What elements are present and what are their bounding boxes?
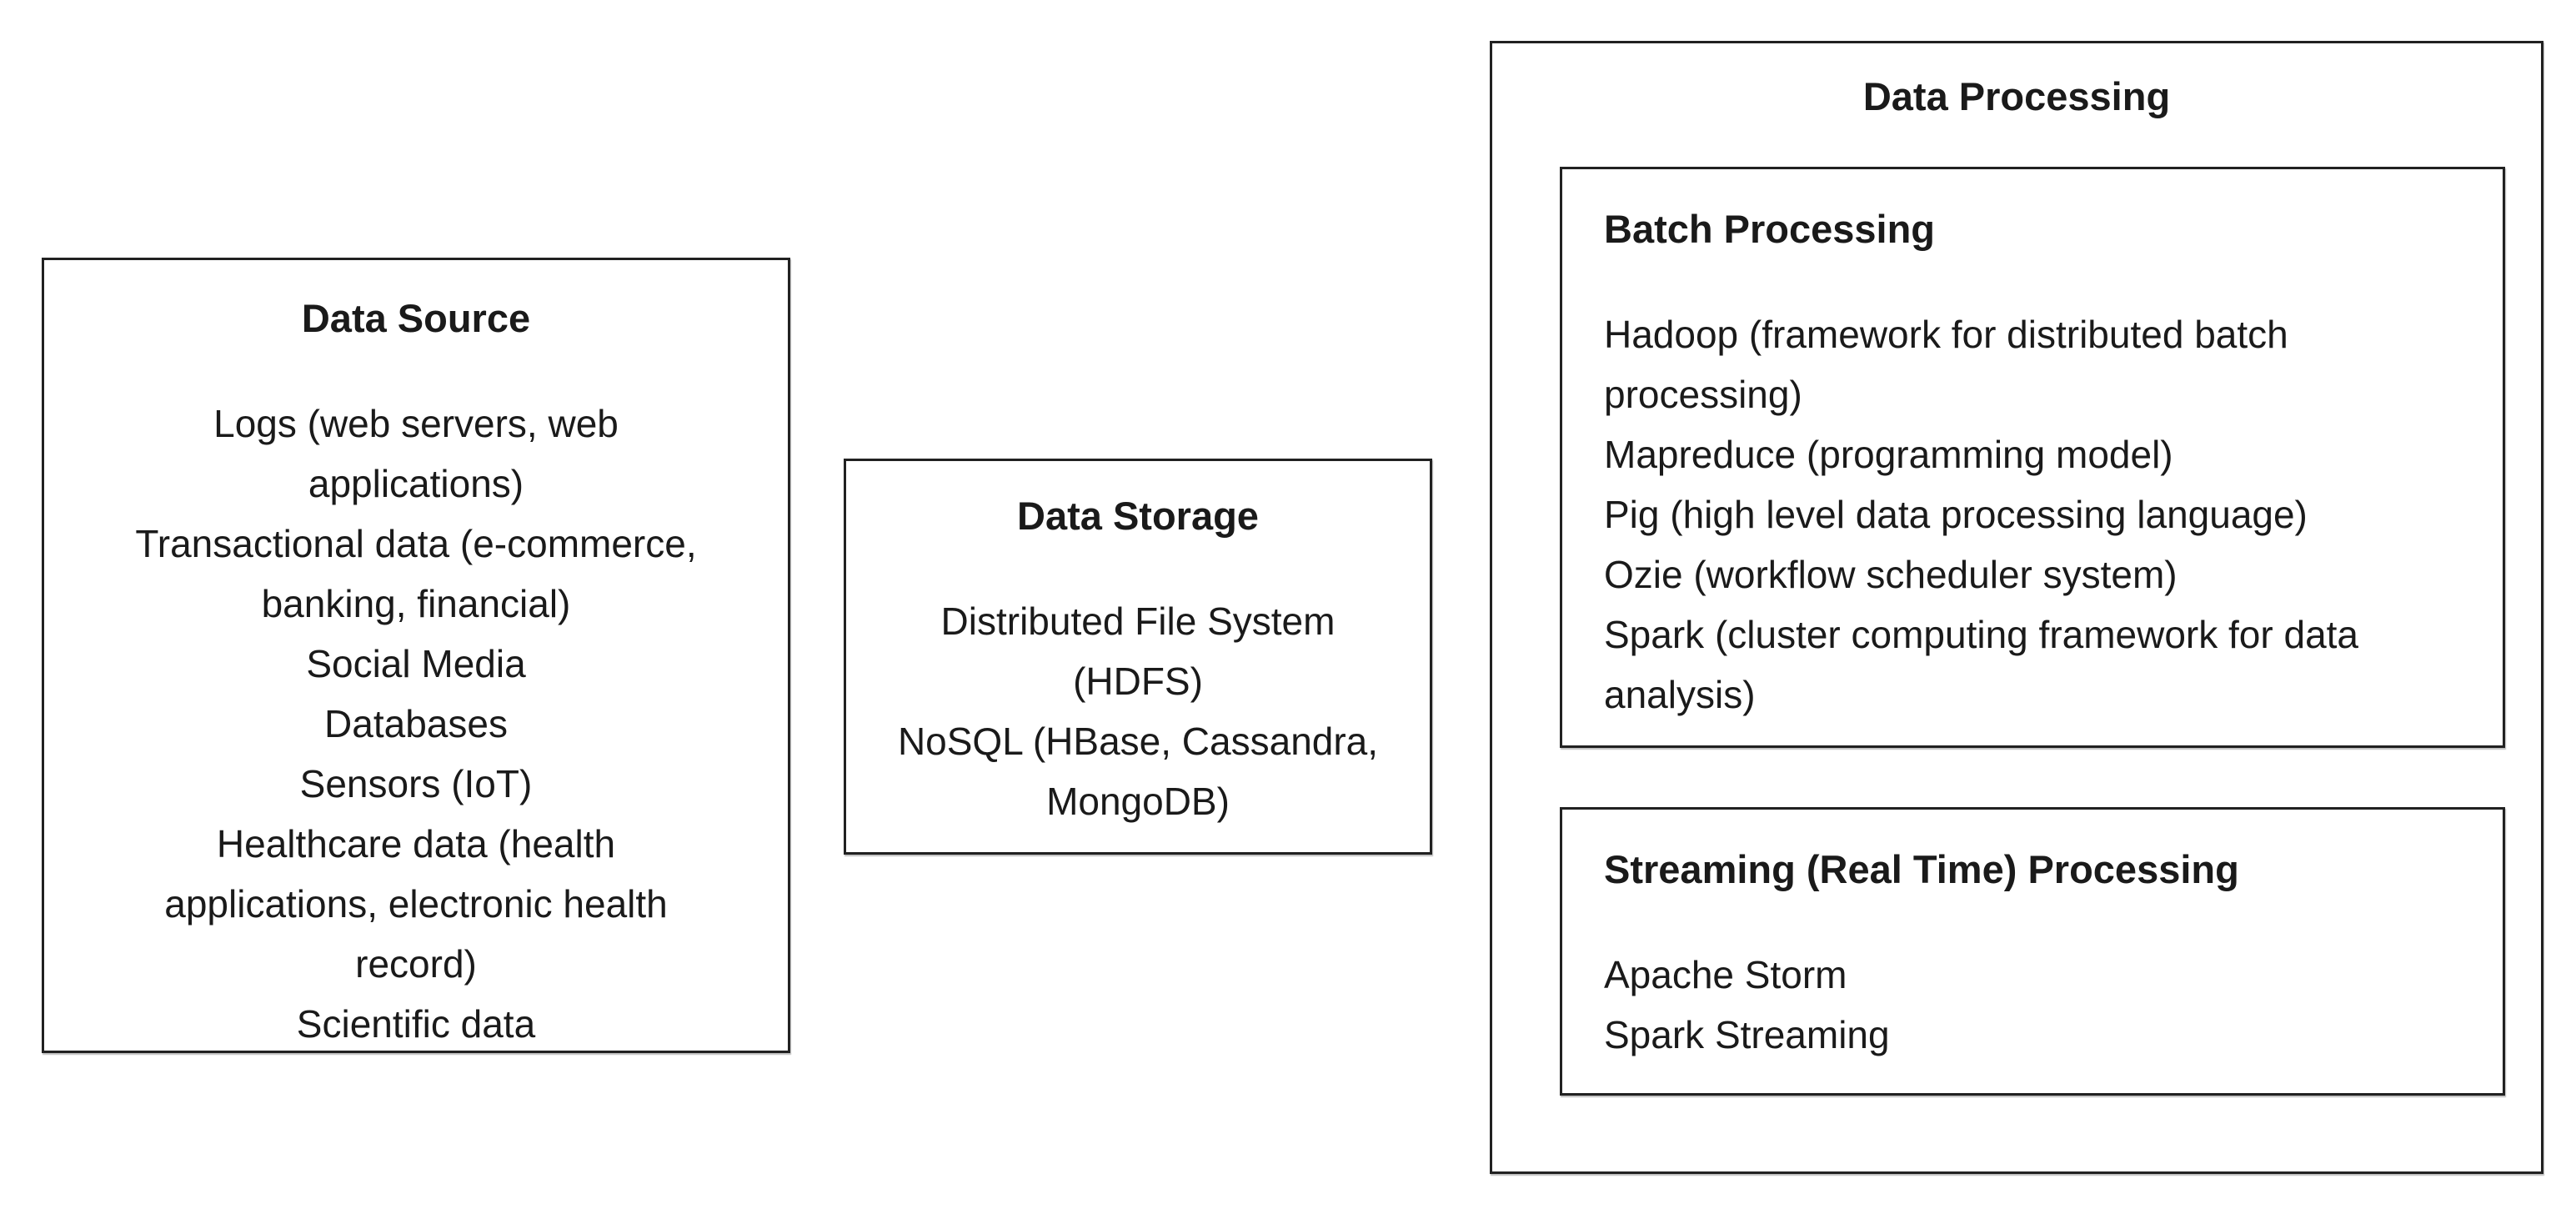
data-processing-title: Data Processing xyxy=(1862,74,2171,118)
list-item: Mapreduce (programming model) xyxy=(1604,433,2173,476)
list-item: Ozie (workflow scheduler system) xyxy=(1604,553,2178,596)
data-source-items: Logs (web servers, web applications) Tran… xyxy=(109,394,723,1054)
streaming-processing-box: Streaming (Real Time) Processing Apache … xyxy=(1560,807,2505,1096)
data-storage-title: Data Storage xyxy=(1017,494,1259,538)
list-item: Transactional data (e-commerce, banking,… xyxy=(135,522,697,625)
list-item: Spark Streaming xyxy=(1604,1013,1890,1056)
list-item: NoSQL (HBase, Cassandra, MongoDB) xyxy=(897,720,1379,823)
list-item: Logs (web servers, web applications) xyxy=(213,402,619,505)
list-item: Apache Storm xyxy=(1604,953,1847,996)
data-storage-box: Data Storage Distributed File System (HD… xyxy=(844,459,1432,855)
list-item: Healthcare data (health applications, el… xyxy=(164,822,668,986)
list-item: Distributed File System (HDFS) xyxy=(940,599,1336,703)
batch-processing-items: Hadoop (framework for distributed batch … xyxy=(1604,304,2461,725)
data-processing-box: Data Processing Batch Processing Hadoop … xyxy=(1490,41,2543,1174)
list-item: Scientific data xyxy=(296,1002,536,1046)
list-item: Sensors (IoT) xyxy=(299,762,533,805)
streaming-processing-title: Streaming (Real Time) Processing xyxy=(1604,847,2239,891)
data-source-box: Data Source Logs (web servers, web appli… xyxy=(42,258,790,1053)
data-source-title: Data Source xyxy=(301,296,531,340)
list-item: Databases xyxy=(324,702,508,745)
list-item: Spark (cluster computing framework for d… xyxy=(1604,613,2359,716)
data-storage-items: Distributed File System (HDFS) NoSQL (HBa… xyxy=(880,591,1396,831)
batch-processing-title: Batch Processing xyxy=(1604,207,1936,251)
list-item: Social Media xyxy=(306,642,526,685)
list-item: Pig (high level data processing language… xyxy=(1604,493,2308,536)
batch-processing-box: Batch Processing Hadoop (framework for d… xyxy=(1560,167,2505,748)
list-item: Hadoop (framework for distributed batch … xyxy=(1604,313,2288,416)
